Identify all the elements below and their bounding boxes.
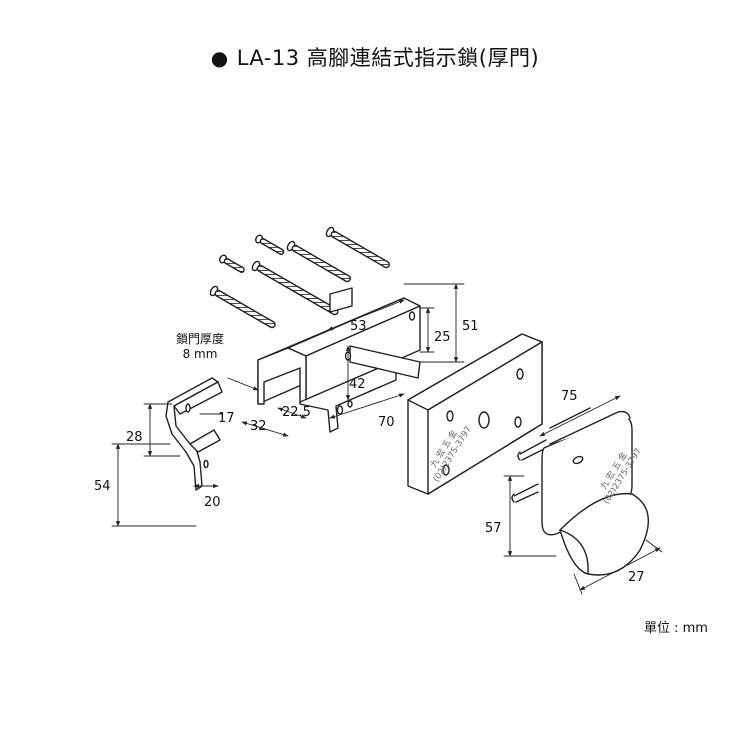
screw [325, 226, 390, 269]
dim-51: 51 [462, 319, 479, 334]
screw [209, 285, 276, 329]
dim-42: 42 [349, 377, 366, 392]
door-thickness-label: 鎖門厚度 [175, 332, 224, 346]
dim-54: 54 [94, 479, 111, 494]
dim-32: 32 [250, 419, 267, 434]
screw [286, 240, 351, 283]
dim-20: 20 [204, 495, 221, 510]
screws [209, 226, 390, 329]
dim-57: 57 [485, 521, 502, 536]
door-thickness-value: 8 mm [182, 347, 218, 361]
dim-53: 53 [350, 319, 367, 334]
title-text: LA-13 高腳連結式指示鎖(厚門) [236, 46, 540, 70]
dimension-lines [111, 283, 663, 595]
door-thickness-note: 鎖門厚度 8 mm [160, 332, 240, 362]
indicator-lock [511, 407, 649, 576]
title-bullet: ● [210, 46, 229, 70]
dim-70: 70 [378, 415, 395, 430]
dim-22-5: 22.5 [282, 405, 311, 420]
dim-27: 27 [628, 570, 645, 585]
screw [255, 234, 285, 255]
dim-17: 17 [218, 411, 235, 426]
screw [219, 254, 245, 273]
dim-75: 75 [561, 389, 578, 404]
u-bracket [165, 377, 223, 491]
dim-25: 25 [434, 330, 451, 345]
page-title: ● LA-13 高腳連結式指示鎖(厚門) [0, 42, 750, 72]
unit-label: 單位 : mm [644, 621, 708, 636]
dim-28: 28 [126, 430, 143, 445]
